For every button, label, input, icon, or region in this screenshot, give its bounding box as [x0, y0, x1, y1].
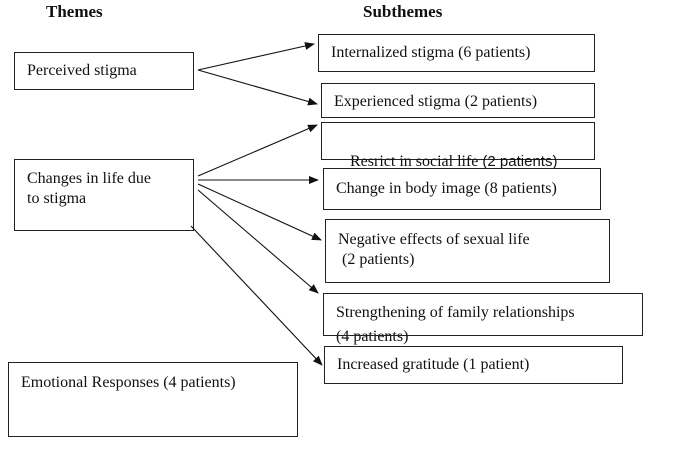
subtheme-box-body-image: Change in body image (8 patients)	[323, 168, 601, 210]
subtheme-label: Strengthening of family relationships	[336, 304, 575, 321]
theme-label-line-1: Changes in life due	[27, 170, 151, 187]
subtheme-label-main: Resrict in social life	[350, 153, 483, 170]
theme-label: Emotional Responses (4 patients)	[21, 374, 236, 391]
theme-box-perceived-stigma: Perceived stigma	[14, 52, 194, 90]
subtheme-label: Change in body image (8 patients)	[336, 180, 557, 197]
subtheme-label: Increased gratitude (1 patient)	[337, 356, 530, 373]
theme-label: Perceived stigma	[27, 62, 137, 79]
subtheme-box-family-relationships: Strengthening of family relationships (4…	[323, 293, 643, 345]
subtheme-label-tail: (2 patients)	[482, 153, 558, 170]
subtheme-box-increased-gratitude: Increased gratitude (1 patient)	[324, 346, 623, 384]
arrow-to-internalized	[197, 42, 315, 71]
theme-label-line-2: to stigma	[27, 190, 87, 207]
arrow-to-experienced	[197, 69, 318, 106]
arrow-to-gratitude	[190, 225, 323, 366]
subtheme-box-internalized-stigma: Internalized stigma (6 patients)	[318, 34, 595, 72]
subtheme-label-cut: (4 patients)	[336, 328, 409, 345]
subtheme-box-experienced-stigma: Experienced stigma (2 patients)	[321, 83, 595, 118]
family-box-bottom-edge	[323, 335, 643, 336]
arrow-to-family	[197, 189, 319, 294]
arrow-to-restrict	[197, 124, 318, 177]
arrow-to-sexual-life	[197, 183, 322, 241]
subthemes-header: Subthemes	[363, 2, 443, 21]
theme-box-emotional-responses: Emotional Responses (4 patients)	[8, 362, 298, 437]
subtheme-box-restrict-social-life: Resrict in social life (2 patients)	[321, 122, 595, 170]
subtheme-box-sexual-life: Negative effects of sexual life (2 patie…	[325, 219, 610, 283]
subtheme-label: Resrict in social life (2 patients)	[334, 153, 557, 190]
subtheme-label-line-1: Negative effects of sexual life	[338, 231, 530, 248]
subtheme-label: Experienced stigma (2 patients)	[334, 93, 538, 110]
themes-header: Themes	[46, 2, 103, 21]
subtheme-label-line-2: (2 patients)	[338, 251, 415, 268]
theme-box-changes-in-life: Changes in life due to stigma	[14, 159, 194, 231]
subtheme-label: Internalized stigma (6 patients)	[331, 44, 531, 61]
